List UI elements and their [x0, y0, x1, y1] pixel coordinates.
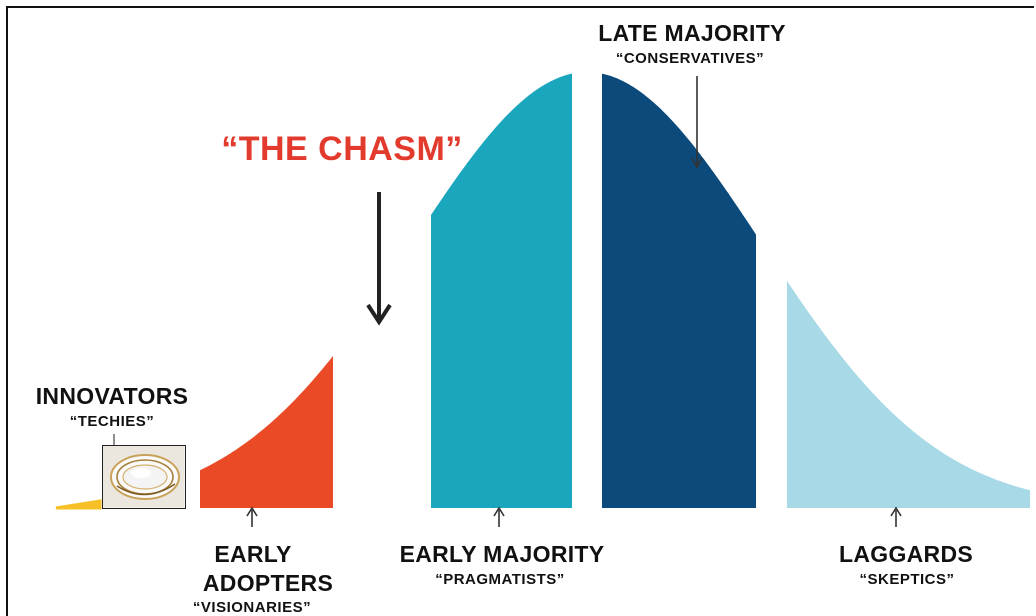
laggards-nickname: “SKEPTICS”: [859, 571, 955, 588]
early-majority-segment: [431, 73, 572, 508]
early-majority-label: EARLY MAJORITY: [399, 541, 605, 567]
early-adopters-pointer-arrow: [246, 506, 258, 527]
late-majority-pointer-arrow: [691, 76, 703, 169]
laggards-label: LAGGARDS: [838, 541, 974, 567]
innovators-thumbnail: [102, 445, 186, 509]
lens-photo-icon: [103, 446, 184, 507]
chasm-arrow: [366, 192, 392, 326]
early-adopters-nickname: “VISIONARIES”: [192, 599, 312, 616]
early-majority-pointer-arrow: [493, 506, 505, 527]
late-majority-label: LATE MAJORITY: [598, 20, 786, 46]
innovators-nickname: “TECHIES”: [69, 413, 155, 430]
late-majority-segment: [602, 73, 756, 508]
early-majority-nickname: “PRAGMATISTS”: [435, 571, 565, 588]
laggards-segment: [787, 281, 1030, 508]
early-adopters-segment: [200, 355, 333, 508]
early-adopters-label-line1: EARLY: [214, 541, 292, 567]
innovators-segment: [55, 499, 102, 510]
laggards-pointer-arrow: [890, 506, 902, 527]
innovators-label: INNOVATORS: [35, 383, 189, 409]
late-majority-nickname: “CONSERVATIVES”: [615, 50, 765, 67]
chasm-title: “THE CHASM”: [221, 130, 463, 168]
early-adopters-label-line2: ADOPTERS: [202, 570, 334, 596]
diagram-frame: [6, 6, 1034, 616]
